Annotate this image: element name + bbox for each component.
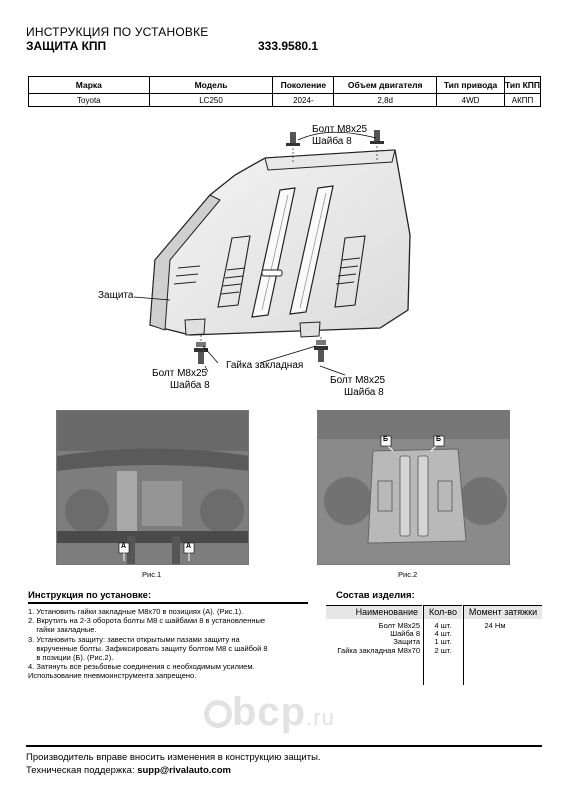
spec-cell-model: LC250 [148, 93, 274, 107]
spec-table-header-row: Марка Модель Поколение Объем двигателя Т… [28, 76, 541, 94]
instruction-line: в позиции (Б). (Рис.2). [28, 653, 114, 663]
component-qty: 4 шт. [434, 621, 452, 630]
figure-1-caption: Рис.1 [142, 570, 162, 579]
spec-header-generation: Поколение [272, 76, 335, 94]
mount-tab-left [184, 318, 206, 336]
center-slot [261, 269, 283, 277]
callout-right-bolt: Болт М8х25 [330, 375, 386, 386]
vent-slots-right [335, 257, 361, 285]
component-name: Болт М8х25 [378, 621, 420, 630]
component-name: Шайба 8 [390, 629, 420, 639]
product-code: 333.9580.1 [258, 39, 319, 53]
instruction-line: 4. Затянуть все резьбовые соединения с н… [28, 662, 255, 672]
instructions-list: 1. Установить гайки закладные М8х70 в по… [28, 607, 318, 681]
component-qty: 2 шт. [434, 645, 452, 655]
instruction-line: гайки закладные. [28, 625, 97, 635]
instruction-line: 1. Установить гайки закладные М8х70 в по… [28, 607, 244, 616]
footer-support: Техническая поддержка: supp@rivalauto.co… [26, 765, 231, 776]
components-column-divider [463, 605, 464, 685]
watermark-text: bcp [232, 690, 307, 734]
instruction-line: Использование пневмоинструмента запрещен… [28, 671, 197, 681]
component-name: Гайка закладная М8х70 [337, 645, 420, 655]
support-label: Техническая поддержка: [26, 765, 138, 776]
component-qty: 4 шт. [434, 629, 452, 639]
component-name: Защита [393, 637, 420, 647]
instruction-line: 3. Установить защиту: завести открытыми … [28, 634, 240, 644]
callout-left-washer: Шайба 8 [170, 380, 210, 391]
callout-right-washer: Шайба 8 [344, 387, 384, 398]
document-title: ИНСТРУКЦИЯ ПО УСТАНОВКЕ [26, 25, 209, 39]
components-header-qty: Кол-во [424, 605, 462, 619]
figure-2-caption: Рис.2 [398, 570, 418, 579]
spec-cell-gearbox: АКПП [504, 93, 541, 107]
spec-header-gearbox: Тип КПП [504, 76, 541, 94]
spec-header-model: Модель [148, 76, 274, 94]
nut-icon [196, 340, 326, 347]
support-email-link[interactable]: supp@rivalauto.com [137, 765, 231, 776]
instruction-line: 2. Вкрутить на 2-3 оборота болты М8 с ша… [28, 616, 266, 626]
vehicle-spec-table: Марка Модель Поколение Объем двигателя Т… [28, 76, 541, 107]
marker-b-left: Б [383, 436, 389, 443]
spec-cell-generation: 2024- [272, 93, 335, 107]
bolt-icon [286, 132, 300, 146]
marker-a-right: А [186, 543, 192, 550]
spec-header-engine: Объем двигателя [333, 76, 438, 94]
long-slot-left [251, 187, 296, 318]
footer-divider [26, 745, 542, 747]
components-names: Болт М8х25 Шайба 8 Защита Гайка закладна… [326, 621, 420, 655]
components-column-divider [423, 605, 424, 685]
components-header-torque: Момент затяжки [464, 605, 542, 619]
watermark-logo-ring [204, 700, 232, 728]
bolt-icon [194, 348, 208, 364]
component-torque: 24 Нм [484, 621, 506, 630]
components-title: Состав изделия: [336, 590, 415, 601]
shield-flange [149, 194, 221, 331]
shield-diagram [133, 130, 411, 376]
marker-b-right: Б [436, 436, 442, 443]
watermark-suffix: .ru [306, 705, 335, 730]
spec-header-make: Марка [28, 76, 150, 94]
shield-front-lip [264, 149, 396, 171]
installation-photo-2: Б Б [317, 410, 510, 565]
callout-shield: Защита [98, 290, 134, 301]
watermark-logo: bcp.ru [232, 690, 335, 735]
product-name: ЗАЩИТА КПП [26, 39, 107, 53]
mount-tab-right [299, 321, 321, 338]
footer-notice: Производитель вправе вносить изменения в… [26, 752, 321, 763]
instruction-line: вкрученные болты. Зафиксировать защиту б… [28, 643, 268, 653]
component-qty: 1 шт. [434, 637, 452, 647]
vent-window-left [217, 235, 251, 308]
instructions-title: Инструкция по установке: [28, 590, 152, 601]
underbody-photo-1 [57, 411, 248, 564]
components-quantities: 4 шт. 4 шт. 1 шт. 2 шт. [424, 621, 462, 655]
callout-top-bolt: Болт М8х25 [312, 124, 368, 135]
callout-top-washer: Шайба 8 [312, 136, 352, 147]
long-slot-right [289, 185, 334, 315]
spec-header-drive: Тип привода [436, 76, 505, 94]
bolt-icon [314, 346, 328, 362]
spec-cell-make: Toyota [28, 93, 150, 107]
side-slots-left [173, 265, 201, 285]
underbody-photo-2 [318, 411, 509, 564]
spec-cell-drive: 4WD [436, 93, 505, 107]
vent-slots-left [220, 267, 246, 295]
marker-a-left: А [121, 543, 127, 550]
instructions-divider [28, 602, 308, 604]
callout-nut: Гайка закладная [226, 360, 304, 371]
spec-table-row: Toyota LC250 2024- 2,8d 4WD АКПП [28, 93, 541, 107]
callout-left-bolt: Болт М8х25 [152, 368, 208, 379]
components-torques: 24 Нм [464, 621, 526, 630]
bolt-icon [370, 130, 384, 144]
components-header-name: Наименование [326, 605, 422, 619]
installation-photo-1: А А [56, 410, 249, 565]
spec-cell-engine: 2,8d [333, 93, 438, 107]
